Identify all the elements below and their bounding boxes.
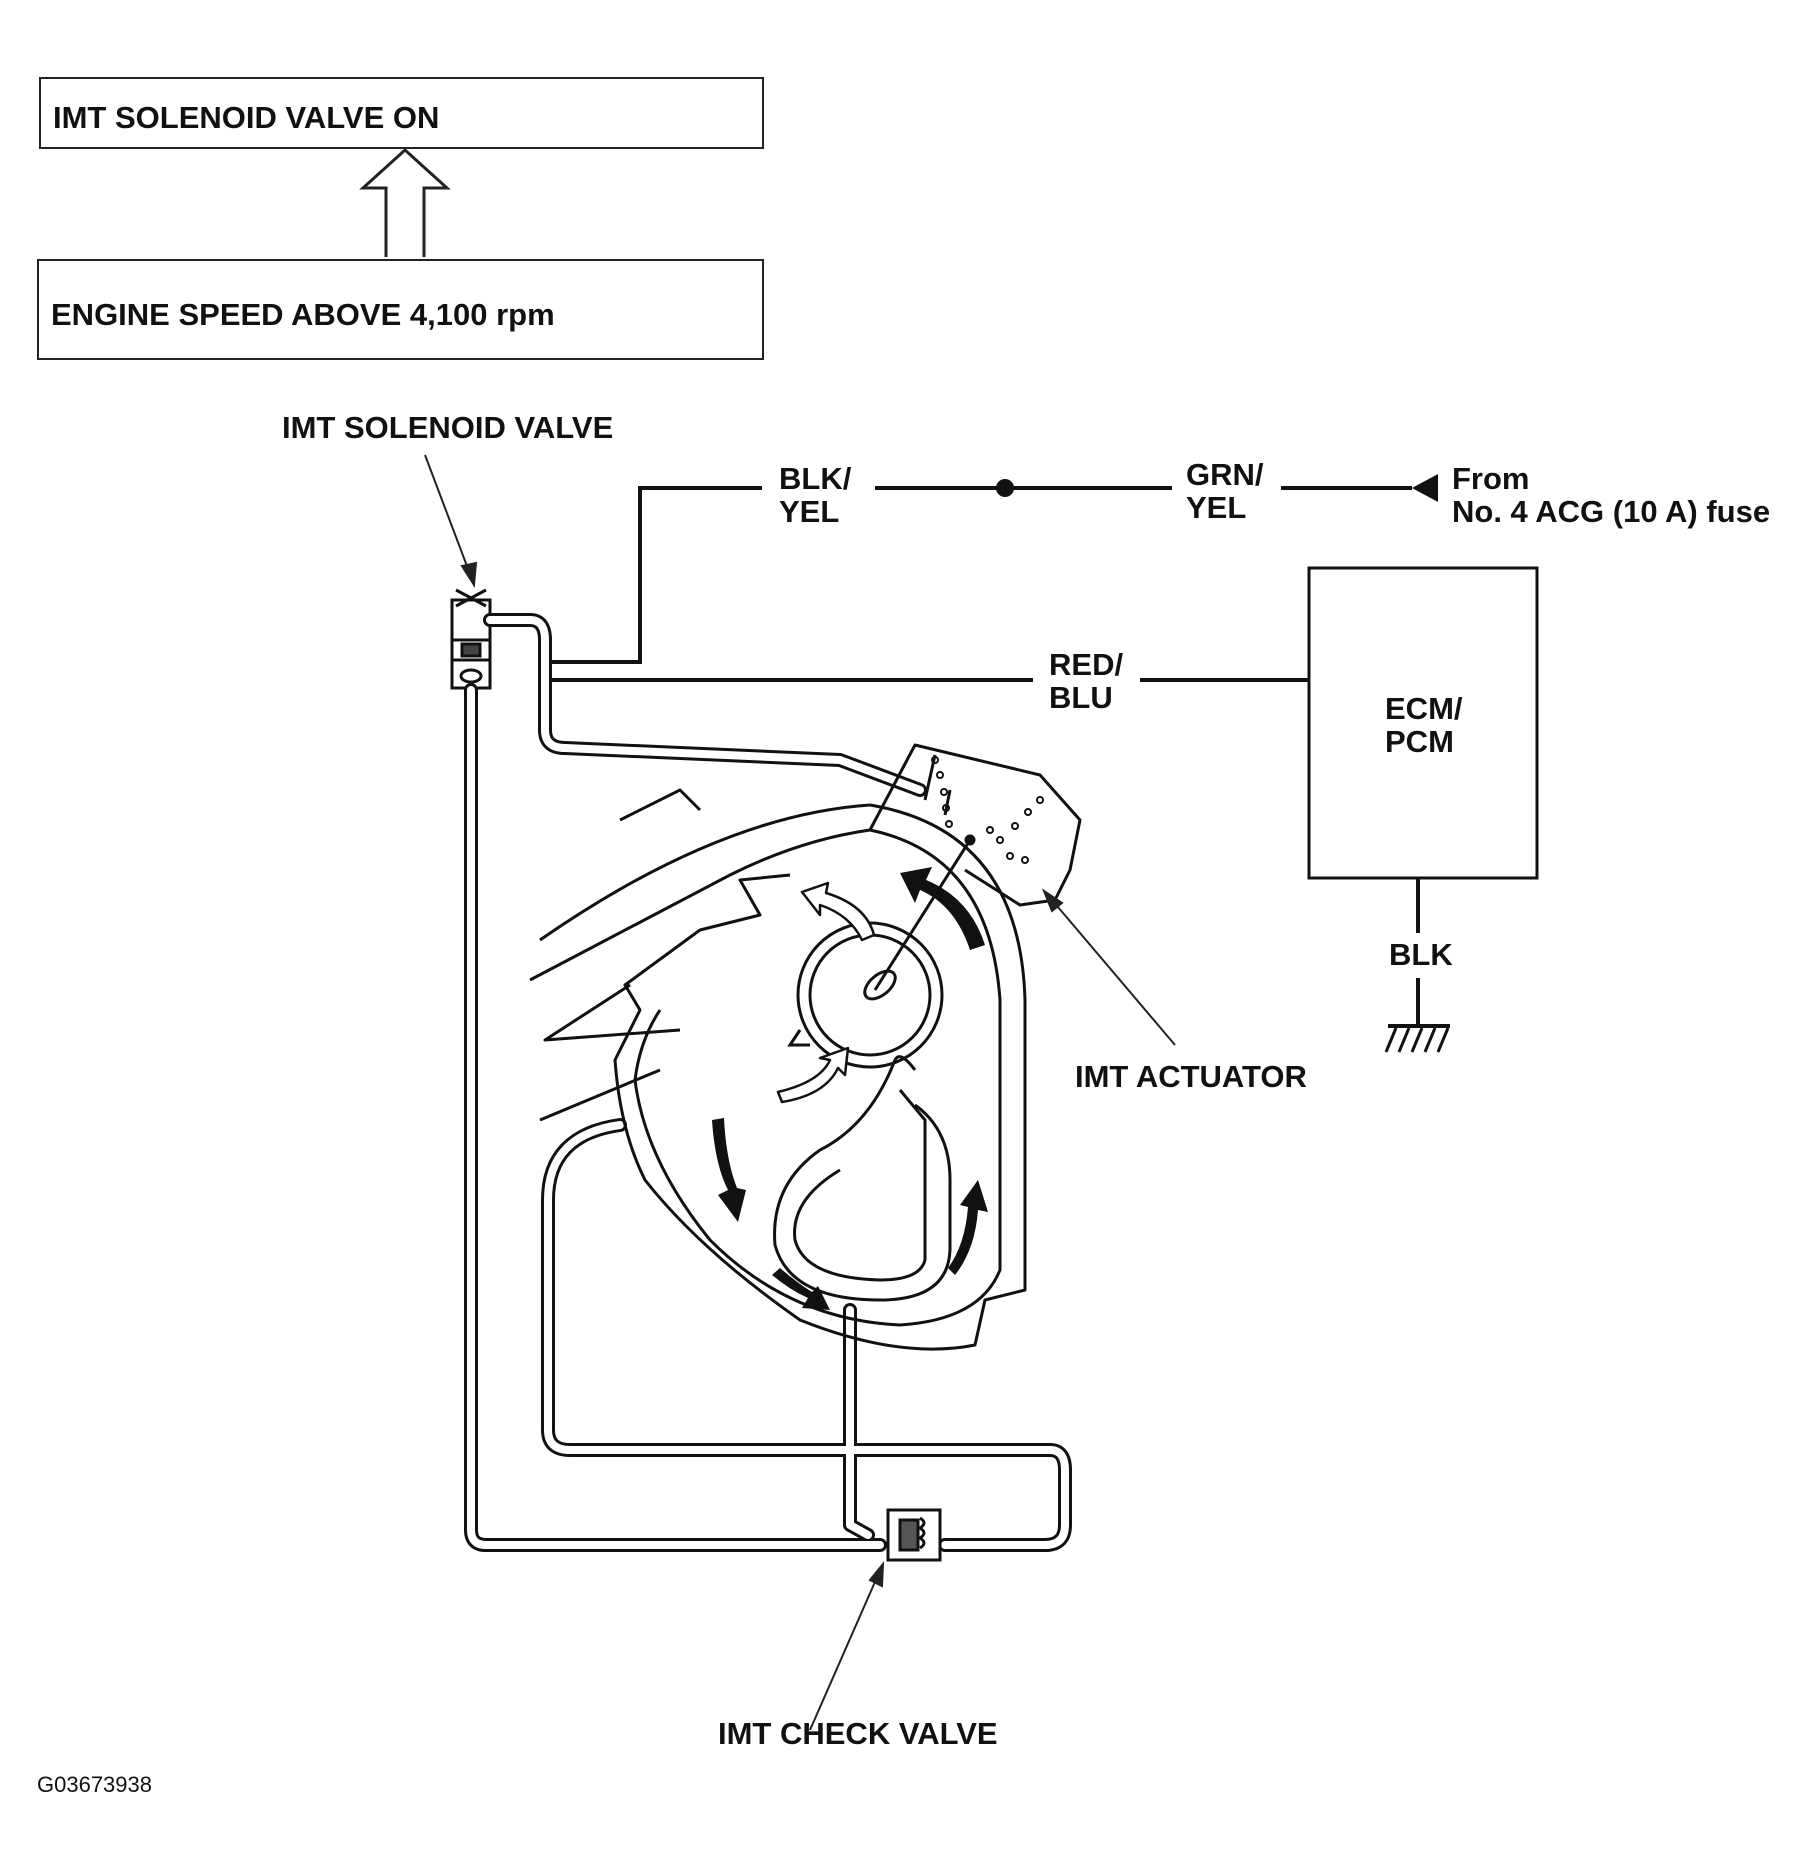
solenoid-leader	[424, 454, 478, 589]
check-valve-leader	[809, 1561, 885, 1731]
wire-red-blu-line2: BLU	[1049, 680, 1113, 715]
hollow-flow-arrows	[776, 881, 876, 1104]
ground-wire-label: BLK	[1389, 937, 1453, 972]
ground-symbol	[1384, 1027, 1450, 1053]
fuse-source-label: From No. 4 ACG (10 A) fuse	[1452, 462, 1770, 528]
figure-code: G03673938	[37, 1772, 152, 1797]
wire-grn-yel-label: GRN/ YEL	[1186, 458, 1264, 524]
wire-blk-yel-line1: BLK/	[779, 461, 852, 496]
wiring	[552, 486, 1450, 1028]
wire-grn-yel-line2: YEL	[1186, 490, 1247, 525]
actuator-label: IMT ACTUATOR	[1075, 1059, 1307, 1094]
fuse-source-line2: No. 4 ACG (10 A) fuse	[1452, 494, 1771, 529]
condition-box-engine-speed-text: ENGINE SPEED ABOVE 4,100 rpm	[51, 297, 555, 332]
solenoid-valve-body	[450, 588, 492, 690]
ecm-pcm-label: ECM/ PCM	[1385, 692, 1463, 758]
wire-grn-yel-line1: GRN/	[1186, 457, 1264, 492]
wire-red-blu-line1: RED/	[1049, 647, 1124, 682]
wire-blk-yel-line2: YEL	[779, 494, 840, 529]
condition-box-engine-speed: ENGINE SPEED ABOVE 4,100 rpm	[37, 259, 764, 360]
actuator-leader	[1041, 888, 1176, 1046]
ecm-pcm-line1: ECM/	[1385, 691, 1463, 726]
status-box-solenoid-on-text: IMT SOLENOID VALVE ON	[53, 100, 440, 135]
splice-point	[996, 479, 1014, 497]
intake-manifold	[529, 743, 1082, 1351]
butterfly-valve	[787, 834, 976, 1069]
vacuum-hoses-inner	[467, 616, 1069, 1549]
check-valve-label: IMT CHECK VALVE	[718, 1716, 998, 1751]
connector-arrow-fuse	[1412, 474, 1438, 502]
solid-flow-arrows	[712, 867, 988, 1310]
ecm-pcm-box	[1307, 566, 1539, 880]
wire-blk-yel	[552, 486, 762, 664]
ecm-pcm-line2: PCM	[1385, 724, 1454, 759]
check-valve-body	[886, 1508, 942, 1562]
wire-blk-yel-label: BLK/ YEL	[779, 462, 851, 528]
flow-up-arrow	[359, 147, 451, 257]
solenoid-valve-label: IMT SOLENOID VALVE	[282, 410, 614, 445]
wire-red-blu-label: RED/ BLU	[1049, 648, 1123, 714]
status-box-solenoid-on: IMT SOLENOID VALVE ON	[39, 77, 764, 149]
actuator-holes	[931, 756, 1044, 864]
fuse-source-line1: From	[1452, 461, 1530, 496]
